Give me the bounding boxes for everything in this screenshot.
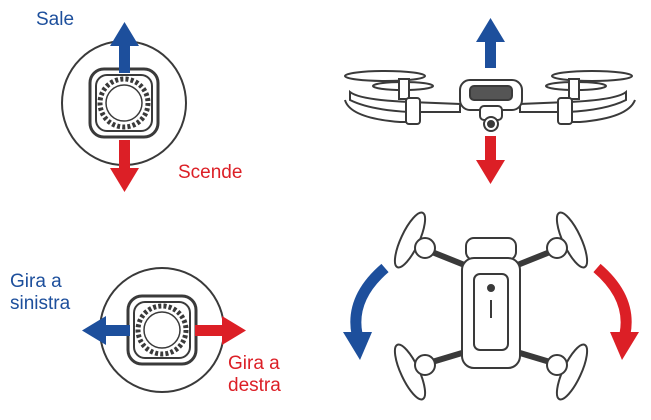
- drone-side-view-icon: [344, 70, 636, 132]
- label-turn-right: Gira a destra: [228, 353, 281, 396]
- joystick-horizontal: [82, 268, 246, 392]
- arrow-rotate-left-blue: [343, 263, 389, 360]
- arrow-up-blue: [110, 22, 139, 73]
- label-turn-left: Gira a sinistra: [10, 271, 71, 314]
- label-down: Scende: [178, 162, 243, 183]
- arrow-down-red: [110, 140, 139, 192]
- arrow-down-red: [476, 136, 505, 184]
- arrow-up-blue: [476, 18, 505, 68]
- drone-top-view-icon: [393, 211, 589, 401]
- arrow-right-red: [195, 316, 246, 345]
- arrow-left-blue: [82, 316, 130, 345]
- joystick-vertical: [62, 22, 186, 192]
- label-up: Sale: [36, 9, 75, 30]
- arrow-rotate-right-red: [593, 263, 639, 360]
